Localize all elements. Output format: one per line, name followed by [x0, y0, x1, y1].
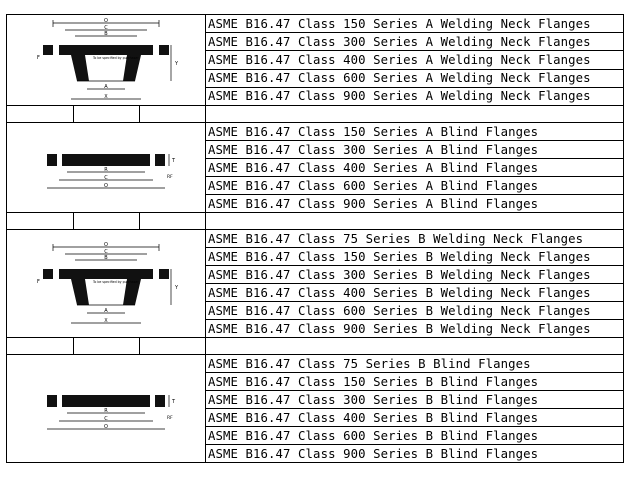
- empty-cell: [73, 212, 140, 230]
- flange-link-text[interactable]: ASME B16.47 Class 300 Series B Welding N…: [208, 267, 591, 282]
- drawing-label: O: [104, 183, 108, 189]
- spacer-row: [6, 337, 625, 355]
- spacer-row: [6, 105, 625, 123]
- drawing-note: To be specified by purchaser: [92, 56, 139, 60]
- flange-link-text[interactable]: ASME B16.47 Class 300 Series B Blind Fla…: [208, 392, 539, 407]
- empty-cell: [205, 337, 625, 355]
- drawing-label: O: [104, 242, 108, 248]
- flange-link[interactable]: ASME B16.47 Class 300 Series A Blind Fla…: [205, 140, 625, 159]
- drawing-label: C: [104, 416, 108, 422]
- flange-link-text[interactable]: ASME B16.47 Class 900 Series A Welding N…: [208, 89, 591, 104]
- drawing-label: O: [104, 424, 108, 430]
- drawing-label: F: [37, 279, 40, 285]
- empty-cell: [73, 337, 140, 355]
- flange-link-text[interactable]: ASME B16.47 Class 900 Series A Blind Fla…: [208, 196, 539, 211]
- flange-link[interactable]: ASME B16.47 Class 400 Series B Blind Fla…: [205, 408, 625, 427]
- flange-link-text[interactable]: ASME B16.47 Class 300 Series A Welding N…: [208, 34, 591, 49]
- empty-cell: [205, 212, 625, 230]
- flange-link[interactable]: ASME B16.47 Class 600 Series A Blind Fla…: [205, 176, 625, 195]
- drawing-label: X: [104, 318, 108, 324]
- flange-link[interactable]: ASME B16.47 Class 150 Series B Welding N…: [205, 247, 625, 266]
- empty-cell: [138, 212, 207, 230]
- flange-link[interactable]: ASME B16.47 Class 300 Series B Welding N…: [205, 265, 625, 284]
- flange-link[interactable]: ASME B16.47 Class 600 Series B Welding N…: [205, 301, 625, 320]
- flange-link-text[interactable]: ASME B16.47 Class 400 Series A Blind Fla…: [208, 160, 539, 175]
- flange-link[interactable]: ASME B16.47 Class 400 Series B Welding N…: [205, 283, 625, 302]
- flange-link-text[interactable]: ASME B16.47 Class 900 Series B Blind Fla…: [208, 446, 539, 461]
- flange-link[interactable]: ASME B16.47 Class 300 Series B Blind Fla…: [205, 390, 625, 409]
- weld-neck-flange-drawing: O C B A X Y F: [37, 18, 179, 100]
- flange-link[interactable]: ASME B16.47 Class 75 Series B Blind Flan…: [205, 354, 625, 373]
- blind-flange-drawing-cell: R C O T RF: [5, 354, 207, 463]
- flange-link-text[interactable]: ASME B16.47 Class 400 Series A Welding N…: [208, 52, 591, 67]
- blind-flange-drawing: R C O T RF: [47, 394, 176, 430]
- flange-link[interactable]: ASME B16.47 Class 150 Series A Welding N…: [205, 13, 625, 34]
- drawing-label: R: [104, 167, 108, 173]
- flange-link-text[interactable]: ASME B16.47 Class 900 Series B Welding N…: [208, 321, 591, 336]
- flange-link[interactable]: ASME B16.47 Class 400 Series A Welding N…: [205, 50, 625, 70]
- drawing-label: RF: [167, 174, 173, 180]
- flange-link[interactable]: ASME B16.47 Class 300 Series A Welding N…: [205, 32, 625, 52]
- flange-link[interactable]: ASME B16.47 Class 400 Series A Blind Fla…: [205, 158, 625, 177]
- empty-cell: [73, 105, 140, 123]
- drawing-label: T: [171, 158, 176, 164]
- drawing-label: A: [104, 84, 108, 90]
- flange-spec-table: O C B A X Y F: [5, 13, 625, 463]
- empty-cell: [6, 212, 74, 230]
- weld-neck-flange-drawing-cell: O C B A X Y F: [5, 229, 207, 338]
- spacer-row: [6, 212, 625, 230]
- drawing-label: B: [104, 31, 108, 37]
- drawing-label: B: [104, 255, 108, 261]
- drawing-note: To be specified by purchaser: [92, 280, 139, 284]
- flange-link-text[interactable]: ASME B16.47 Class 150 Series B Welding N…: [208, 249, 591, 264]
- flange-link[interactable]: ASME B16.47 Class 900 Series A Welding N…: [205, 86, 625, 107]
- drawing-label: O: [104, 18, 108, 24]
- drawing-label: F: [37, 55, 40, 61]
- drawing-label: X: [104, 94, 108, 100]
- blind-flange-drawing: R C O T RF: [47, 153, 176, 189]
- drawing-label: C: [104, 249, 108, 255]
- flange-link[interactable]: ASME B16.47 Class 150 Series A Blind Fla…: [205, 122, 625, 141]
- weld-neck-flange-drawing-cell: O C B A X Y F: [5, 14, 207, 106]
- weld-neck-flange-drawing: O C B A X Y F: [37, 242, 179, 324]
- flange-link-text[interactable]: ASME B16.47 Class 75 Series B Welding Ne…: [208, 231, 584, 246]
- flange-link[interactable]: ASME B16.47 Class 900 Series A Blind Fla…: [205, 194, 625, 213]
- drawing-label: Y: [174, 285, 179, 291]
- drawing-label: C: [104, 175, 108, 181]
- flange-link[interactable]: ASME B16.47 Class 150 Series B Blind Fla…: [205, 372, 625, 391]
- empty-cell: [6, 337, 74, 355]
- drawing-label: T: [171, 399, 176, 405]
- flange-link[interactable]: ASME B16.47 Class 900 Series B Blind Fla…: [205, 444, 625, 463]
- flange-link[interactable]: ASME B16.47 Class 600 Series A Welding N…: [205, 68, 625, 88]
- drawing-label: Y: [174, 61, 179, 67]
- flange-link[interactable]: ASME B16.47 Class 900 Series B Welding N…: [205, 319, 625, 338]
- flange-link[interactable]: ASME B16.47 Class 600 Series B Blind Fla…: [205, 426, 625, 445]
- empty-cell: [6, 105, 74, 123]
- flange-link[interactable]: ASME B16.47 Class 75 Series B Welding Ne…: [205, 229, 625, 248]
- flange-link-text[interactable]: ASME B16.47 Class 400 Series B Blind Fla…: [208, 410, 539, 425]
- blind-flange-drawing-cell: R C O T RF: [5, 122, 207, 213]
- flange-link-text[interactable]: ASME B16.47 Class 150 Series A Welding N…: [208, 16, 591, 31]
- flange-link-text[interactable]: ASME B16.47 Class 600 Series A Blind Fla…: [208, 178, 539, 193]
- flange-link-text[interactable]: ASME B16.47 Class 400 Series B Welding N…: [208, 285, 591, 300]
- empty-cell: [138, 337, 207, 355]
- drawing-label: C: [104, 25, 108, 31]
- drawing-label: RF: [167, 415, 173, 421]
- flange-link-text[interactable]: ASME B16.47 Class 300 Series A Blind Fla…: [208, 142, 539, 157]
- flange-link-text[interactable]: ASME B16.47 Class 150 Series A Blind Fla…: [208, 124, 539, 139]
- drawing-label: A: [104, 308, 108, 314]
- flange-link-text[interactable]: ASME B16.47 Class 150 Series B Blind Fla…: [208, 374, 539, 389]
- empty-cell: [138, 105, 207, 123]
- drawing-label: R: [104, 408, 108, 414]
- flange-link-text[interactable]: ASME B16.47 Class 600 Series B Welding N…: [208, 303, 591, 318]
- flange-link-text[interactable]: ASME B16.47 Class 75 Series B Blind Flan…: [208, 356, 531, 371]
- flange-link-text[interactable]: ASME B16.47 Class 600 Series A Welding N…: [208, 71, 591, 86]
- flange-link-text[interactable]: ASME B16.47 Class 600 Series B Blind Fla…: [208, 428, 539, 443]
- empty-cell: [205, 105, 625, 123]
